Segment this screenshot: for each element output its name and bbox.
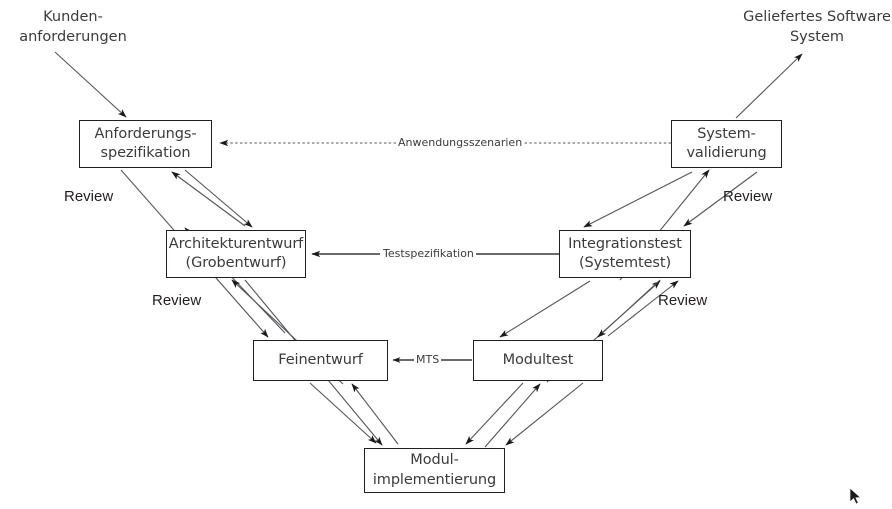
node-systemvalidierung-line2: validierung bbox=[686, 145, 767, 161]
edge-kundenanforderungen-to-anforderungsspezifikation bbox=[54, 51, 127, 118]
edge-integrationstest-down-review bbox=[597, 279, 661, 338]
node-integrationstest-line2: (Systemtest) bbox=[578, 255, 672, 271]
node-systemvalidierung-line1: System- bbox=[697, 125, 756, 142]
edge-feinentwurf-to-modulimplementierung-forward bbox=[309, 382, 377, 444]
edge-architekturentwurf-to-anforderungsspezifikation-review bbox=[171, 171, 246, 227]
node-modultest[interactable]: Modultest bbox=[473, 340, 603, 381]
external-label-kundenanforderungen: Kunden- anforderungen bbox=[8, 8, 138, 47]
node-anforderungsspezifikation[interactable]: Anforderungs- spezifikation bbox=[79, 120, 212, 168]
edge-modultest-to-modulimplementierung-review bbox=[505, 382, 584, 446]
node-anforderungsspezifikation-line1: Anforderungs- bbox=[94, 125, 197, 142]
edge-architekturentwurf-forward-segment bbox=[184, 169, 253, 228]
node-integrationstest-line1: Integrationstest bbox=[568, 235, 682, 252]
edge-label-anwendungsszenarien-text: Anwendungsszenarien bbox=[398, 136, 523, 149]
edge-label-testspezifikation-text: Testspezifikation bbox=[383, 247, 474, 260]
edge-label-testspezifikation: Testspezifikation bbox=[381, 247, 476, 260]
node-feinentwurf-line1: Feinentwurf bbox=[278, 351, 363, 368]
edge-modulimplementierung-to-modultest bbox=[484, 383, 541, 448]
node-feinentwurf[interactable]: Feinentwurf bbox=[253, 340, 388, 381]
external-label-geliefertes-system: Geliefertes Software System bbox=[742, 8, 892, 47]
edge-systemvalidierung-down-review bbox=[683, 171, 758, 227]
node-anforderungsspezifikation-line2: spezifikation bbox=[100, 145, 191, 161]
edge-label-mts: MTS bbox=[414, 353, 442, 366]
node-modulimplementierung-line2: implementierung bbox=[372, 471, 497, 488]
edge-modultest-down-review bbox=[465, 382, 524, 445]
external-label-geliefertes-system-line1b: Geliefertes Software bbox=[743, 9, 891, 25]
node-modultest-line1: Modultest bbox=[502, 351, 574, 368]
external-label-kundenanforderungen-line2: anforderungen bbox=[19, 28, 127, 45]
edge-modulimplementierung-to-feinentwurf-review bbox=[351, 383, 399, 445]
node-architekturentwurf-line1: Architekturentwurf bbox=[168, 235, 304, 252]
edge-systemvalidierung-to-integrationstest-review bbox=[583, 171, 693, 228]
edge-systemvalidierung-to-geliefertes-system bbox=[735, 53, 803, 119]
external-label-geliefertes-system-line2: System bbox=[789, 28, 845, 45]
node-modulimplementierung-line1: Modul- bbox=[410, 452, 459, 469]
edge-modultest-to-integrationstest-short bbox=[607, 280, 679, 337]
mouse-cursor-icon bbox=[849, 487, 862, 505]
node-architekturentwurf[interactable]: Architekturentwurf (Grobentwurf) bbox=[166, 230, 306, 278]
node-modulimplementierung[interactable]: Modul- implementierung bbox=[364, 448, 505, 493]
node-architekturentwurf-line2: (Grobentwurf) bbox=[185, 255, 287, 271]
edge-label-anwendungsszenarien: Anwendungsszenarien bbox=[396, 136, 525, 149]
external-label-kundenanforderungen-line1: Kunden- bbox=[43, 9, 103, 25]
edge-integrationstest-to-modultest-review bbox=[499, 280, 591, 338]
review-label-right-bottom: Review bbox=[658, 292, 708, 309]
node-systemvalidierung[interactable]: System- validierung bbox=[671, 120, 782, 168]
review-label-right-top: Review bbox=[723, 188, 773, 205]
review-label-left-top: Review bbox=[64, 188, 114, 205]
review-label-left-bottom: Review bbox=[152, 292, 202, 309]
edge-label-mts-text: MTS bbox=[416, 353, 440, 366]
node-integrationstest[interactable]: Integrationstest (Systemtest) bbox=[559, 230, 691, 278]
